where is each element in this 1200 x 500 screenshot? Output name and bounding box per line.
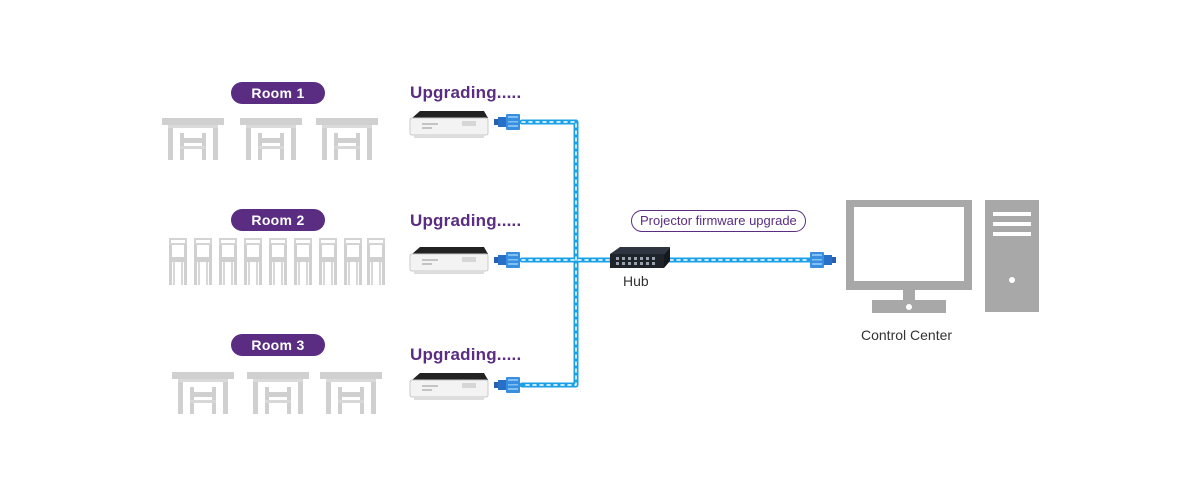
monitor-icon (846, 200, 972, 313)
network-cables (519, 119, 813, 388)
computer-tower-icon (985, 200, 1039, 312)
room-2-status: Upgrading..... (410, 211, 522, 230)
room-1-label: Room 1 (231, 82, 325, 104)
hub-label: Hub (623, 273, 649, 289)
projector-room-2 (409, 246, 489, 275)
room-3-status: Upgrading..... (410, 345, 522, 364)
ethernet-plug-icon (494, 252, 520, 268)
ethernet-plug-icon (810, 252, 836, 268)
room-1-status: Upgrading..... (410, 83, 522, 102)
room-3-furniture (172, 372, 382, 414)
room-3-label: Room 3 (231, 334, 325, 356)
room-2-furniture (169, 238, 385, 285)
projector-room-3 (409, 372, 489, 401)
control-center-label: Control Center (861, 327, 953, 343)
room-1-furniture (162, 118, 378, 160)
hub-icon (610, 247, 670, 268)
firmware-upgrade-label: Projector firmware upgrade (631, 210, 806, 232)
projector-room-1 (409, 110, 489, 139)
ethernet-plug-icon (494, 377, 520, 393)
ethernet-plug-icon (494, 114, 520, 130)
room-2-label: Room 2 (231, 209, 325, 231)
